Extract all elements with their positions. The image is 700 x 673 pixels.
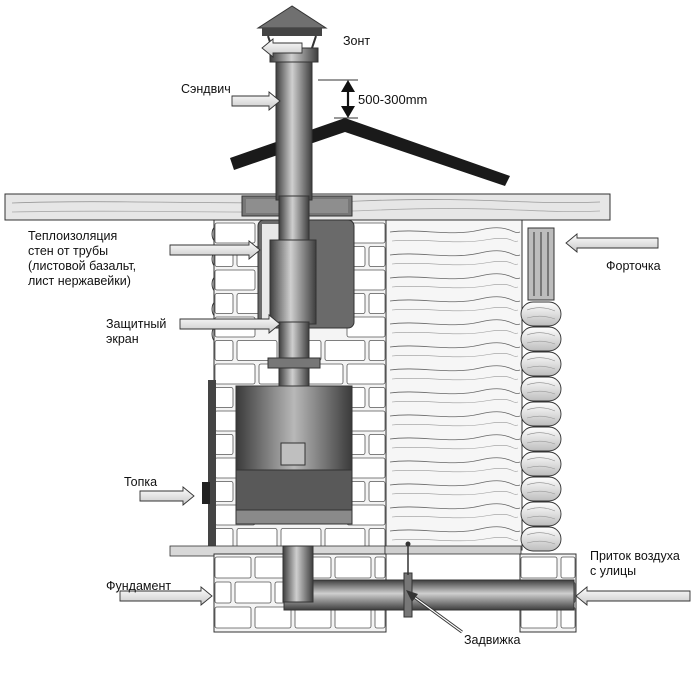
label-insulation: Теплоизоляция стен от трубы (листовой ба… <box>28 229 137 288</box>
air-duct <box>282 541 575 618</box>
stove-firebox <box>202 380 353 550</box>
label-air-intake: Приток воздуха с улицы <box>590 549 680 578</box>
damper-leader <box>406 590 463 634</box>
arrow-right-icon <box>119 38 691 606</box>
label-foundation: Фундамент <box>106 579 172 593</box>
label-shield: Защитный экран <box>106 317 167 346</box>
label-height-range: 500-300mm <box>358 92 428 107</box>
roof <box>230 118 510 186</box>
vent-window <box>527 227 555 301</box>
label-vent: Форточка <box>606 259 661 273</box>
chimney-umbrella <box>256 5 328 49</box>
label-umbrella: Зонт <box>343 34 371 48</box>
interior-wall <box>385 219 523 551</box>
chimney-pipe <box>267 47 321 393</box>
height-dimension <box>318 79 358 119</box>
label-damper: Задвижка <box>464 633 521 647</box>
right-log-wall <box>520 301 562 552</box>
label-sandwich: Сэндвич <box>181 82 231 96</box>
label-firebox: Топка <box>124 475 158 489</box>
